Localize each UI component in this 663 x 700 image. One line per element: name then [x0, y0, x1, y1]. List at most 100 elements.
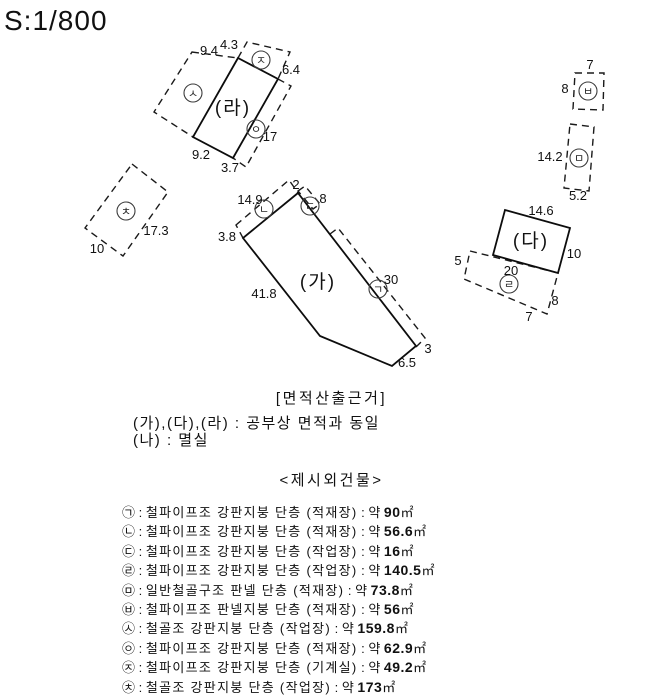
area-basis-body: (가),(다),(라) : 공부상 면적과 동일 (나) : 멸실: [133, 415, 380, 449]
item-separator: :: [135, 602, 146, 618]
item-area-unit: ㎡: [413, 660, 427, 676]
mark-o-letter: ㅇ: [251, 124, 261, 136]
list-item: ㉩ : 철골조 강판지붕 단층 (작업장) : 약 173㎡: [122, 678, 434, 697]
item-mark: ㉥: [122, 602, 136, 618]
item-mark: ㉣: [122, 563, 136, 579]
item-description: 철파이프조 강판지붕 단층 (적재장): [145, 505, 358, 520]
mark-ch-circle: [116, 201, 136, 221]
item-approx: : 약: [357, 505, 384, 520]
item-mark: ㉩: [122, 679, 136, 695]
area-basis-line: (나) : 멸실: [133, 432, 209, 449]
list-item: ㉦ : 철골조 강판지붕 단층 (작업장) : 약 159.8㎡: [122, 619, 434, 638]
item-mark: ㉧: [122, 640, 136, 656]
item-mark: ㉦: [122, 621, 136, 637]
mark-g-circle: [368, 279, 388, 299]
dim-ga-strip: 30: [384, 272, 398, 287]
mark-b-circle: [578, 81, 598, 101]
dim-ra-top2: 4.3: [220, 37, 238, 52]
item-area-value: 140.5: [383, 562, 422, 579]
building-da-label: (다): [513, 230, 549, 252]
item-area-unit: ㎡: [400, 543, 414, 559]
item-description: 철골조 강판지붕 단층 (작업장): [145, 679, 331, 695]
item-separator: :: [135, 524, 146, 540]
item-description: 철골조 강판지붕 단층 (작업장): [145, 621, 331, 637]
item-description: 철파이프조 강판지붕 단층 (기계실): [145, 660, 358, 676]
dim-r-left: 5: [454, 253, 461, 268]
list-item: ㉨ : 철파이프조 강판지붕 단층 (기계실) : 약 49.2㎡: [122, 658, 434, 677]
area-basis-title: [면적산출근거]: [275, 390, 388, 407]
shed-j-outline: [237, 41, 291, 80]
list-item: ㉢ : 철파이프조 강판지붕 단층 (작업장) : 약 16㎡: [122, 542, 434, 561]
dim-r-bottom: 7: [525, 309, 532, 324]
item-area-value: 56.6: [383, 523, 414, 540]
extra-buildings-title: <제시외건물>: [279, 472, 384, 489]
mark-s-letter: ㅅ: [188, 88, 198, 100]
item-separator: :: [135, 621, 146, 637]
dim-ga-top: 14.9: [237, 192, 262, 207]
list-item: ㉤ : 일반철골구조 판넬 단층 (적재장) : 약 73.8㎡: [122, 581, 434, 600]
building-da-outline: [491, 208, 572, 275]
item-area-unit: ㎡: [400, 602, 414, 618]
dim-r-top: 20: [504, 263, 518, 278]
mark-m-letter: ㅁ: [574, 153, 584, 165]
item-approx: : 약: [357, 543, 384, 559]
mark-j-letter: ㅈ: [256, 55, 266, 67]
mark-ch-letter: ㅊ: [121, 206, 131, 218]
item-separator: :: [135, 563, 146, 579]
mark-g-letter: ㄱ: [373, 284, 383, 296]
shed-g-outline: [329, 227, 426, 348]
item-approx: : 약: [357, 640, 384, 656]
item-mark: ㉠: [122, 505, 136, 520]
site-diagram: S:1/800 (라) (가) (다) ㅅ ㅈ ㅇ ㅊ ㄴ ㄷ ㄱ: [4, 5, 605, 370]
dim-ga-tip: 2: [292, 177, 299, 192]
building-ra-outline: [191, 56, 280, 160]
item-approx: : 약: [330, 621, 358, 637]
list-item: ㉧ : 철파이프조 강판지붕 단층 (적재장) : 약 62.9㎡: [122, 639, 434, 658]
dim-ga-left: 41.8: [251, 286, 276, 301]
building-ra-label: (라): [215, 97, 251, 119]
item-area-unit: ㎡: [399, 582, 413, 598]
item-approx: : 약: [357, 602, 384, 618]
mark-o-circle: [246, 119, 266, 139]
mark-s-circle: [183, 83, 203, 103]
list-item: ㉣ : 철파이프조 강판지붕 단층 (작업장) : 약 140.5㎡: [122, 561, 434, 580]
item-description: 철파이프조 강판지붕 단층 (적재장): [145, 524, 358, 540]
mark-r-circle: [499, 274, 519, 294]
item-area-unit: ㎡: [400, 505, 414, 520]
item-description: 철파이프조 판넬지붕 단층 (적재장): [145, 602, 358, 618]
scale-label: S:1/800: [4, 5, 108, 36]
list-item: ㉡ : 철파이프조 강판지붕 단층 (적재장) : 약 56.6㎡: [122, 522, 434, 541]
item-area-value: 73.8: [370, 581, 400, 598]
mark-j-circle: [251, 50, 271, 70]
dim-ch-side: 17.3: [143, 223, 168, 238]
item-area-value: 90: [383, 504, 401, 520]
item-area-unit: ㎡: [382, 679, 396, 695]
dim-ra-bottom: 9.2: [192, 147, 210, 162]
building-ga-label: (가): [300, 271, 336, 293]
item-area-value: 62.9: [383, 639, 414, 656]
item-area-unit: ㎡: [413, 640, 427, 656]
item-area-value: 159.8: [357, 620, 395, 637]
shed-d-outline: [296, 185, 322, 210]
extra-buildings-list: ㉠ : 철파이프조 강판지붕 단층 (적재장) : 약 90㎡ ㉡ : 철파이프…: [122, 503, 434, 697]
item-separator: :: [135, 505, 146, 520]
item-mark: ㉨: [122, 660, 136, 676]
item-separator: :: [135, 660, 146, 676]
item-approx: : 약: [344, 582, 371, 598]
mark-m-circle: [569, 148, 589, 168]
dim-ra-strip: 17: [263, 129, 277, 144]
item-approx: : 약: [357, 524, 384, 540]
item-separator: :: [135, 543, 146, 559]
building-ga-outline: [241, 191, 418, 368]
item-mark: ㉤: [122, 582, 136, 598]
mark-d-letter: ㄷ: [305, 201, 315, 213]
dim-ga-left-top: 3.8: [218, 229, 236, 244]
dim-ra-bottom2: 3.7: [221, 160, 239, 175]
item-mark: ㉢: [122, 543, 136, 559]
item-area-value: 173: [357, 678, 383, 695]
list-item: ㉠ : 철파이프조 강판지붕 단층 (적재장) : 약 90㎡: [122, 503, 434, 522]
item-approx: : 약: [357, 563, 384, 579]
dim-ra-top: 9.4: [200, 43, 218, 58]
item-area-unit: ㎡: [421, 563, 435, 579]
